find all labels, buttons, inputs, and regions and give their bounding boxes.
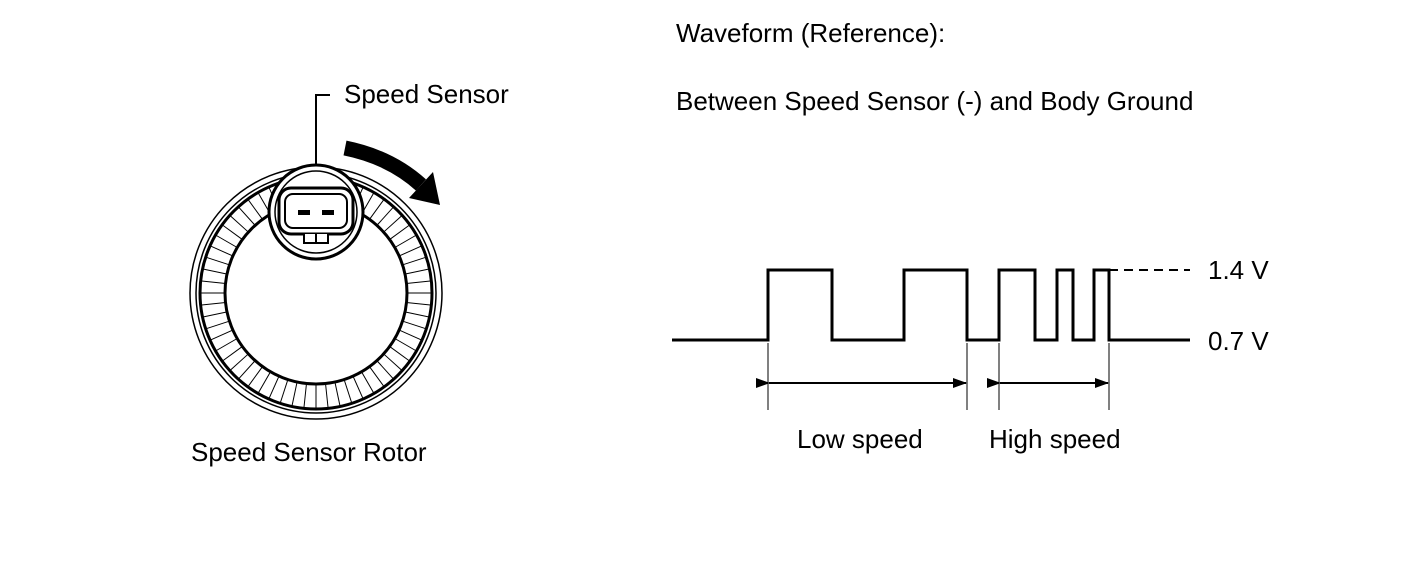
rotor-tooth	[210, 245, 233, 257]
rotor-tooth	[247, 199, 263, 219]
rotor-tooth	[203, 311, 227, 318]
waveform-title: Waveform (Reference):	[676, 18, 946, 48]
high-speed-label: High speed	[989, 424, 1121, 454]
connector-pin-2	[322, 210, 334, 215]
rotor-tooth	[352, 376, 364, 399]
rotor-tooth	[377, 207, 394, 225]
rotor-tooth	[325, 384, 329, 408]
rotation-arrow-shaft	[343, 140, 427, 191]
low-voltage-label: 0.7 V	[1208, 326, 1269, 356]
rotor-tooth	[201, 280, 225, 284]
waveform-trace	[672, 268, 1190, 342]
rotor-tooth	[279, 380, 289, 403]
rotor-tooth	[216, 235, 237, 248]
rotor-tooth	[361, 372, 374, 393]
rotor-tooth	[384, 354, 402, 371]
speed-sensor	[267, 163, 365, 261]
rotor-tooth	[230, 354, 248, 371]
sensor-leader-line	[315, 94, 330, 165]
rotor-tooth	[395, 235, 416, 248]
rotor-tooth	[222, 346, 242, 362]
rotor-tooth	[216, 338, 237, 351]
rotor-tooth	[247, 367, 263, 387]
rotor-tooth	[258, 372, 271, 393]
rotor-tooth	[390, 346, 410, 362]
rotor-tooth	[334, 382, 341, 406]
rotor-tooth	[222, 224, 242, 240]
rotor-tooth	[407, 302, 431, 306]
connector-pin-1	[298, 210, 310, 215]
speed-sensor-label: Speed Sensor	[344, 79, 509, 109]
rotor-tooth	[395, 338, 416, 351]
rotor-tooth	[268, 376, 280, 399]
high-voltage-label: 1.4 V	[1208, 255, 1269, 285]
rotor-tooth	[403, 256, 426, 266]
rotor-tooth	[210, 329, 233, 341]
rotor-tooth	[201, 302, 225, 306]
rotor-tooth	[407, 280, 431, 284]
rotor-tooth	[399, 329, 422, 341]
speed-sensor-rotor-label: Speed Sensor Rotor	[191, 437, 427, 467]
waveform-subtitle: Between Speed Sensor (-) and Body Ground	[676, 86, 1194, 116]
rotor-tooth	[291, 382, 298, 406]
rotor-tooth	[238, 207, 255, 225]
rotor-tooth	[369, 199, 385, 219]
rotor-tooth	[203, 268, 227, 275]
rotor-tooth	[206, 256, 229, 266]
rotor-tooth	[377, 361, 394, 379]
rotor-tooth	[369, 367, 385, 387]
rotor-tooth	[238, 361, 255, 379]
rotor-tooth	[206, 320, 229, 330]
rotor-tooth	[405, 268, 429, 275]
rotor-tooth	[390, 224, 410, 240]
rotor-tooth	[405, 311, 429, 318]
sensor-connector-face	[284, 193, 348, 229]
rotation-arrow-head	[409, 172, 440, 205]
low-speed-label: Low speed	[797, 424, 923, 454]
rotor-tooth	[399, 245, 422, 257]
rotation-direction-arrow	[343, 140, 440, 205]
rotor-tooth	[303, 384, 307, 408]
waveform	[672, 268, 1190, 410]
rotor-tooth	[403, 320, 426, 330]
rotor-tooth	[384, 215, 402, 232]
rotor-tooth	[230, 215, 248, 232]
rotor-tooth	[343, 380, 353, 403]
